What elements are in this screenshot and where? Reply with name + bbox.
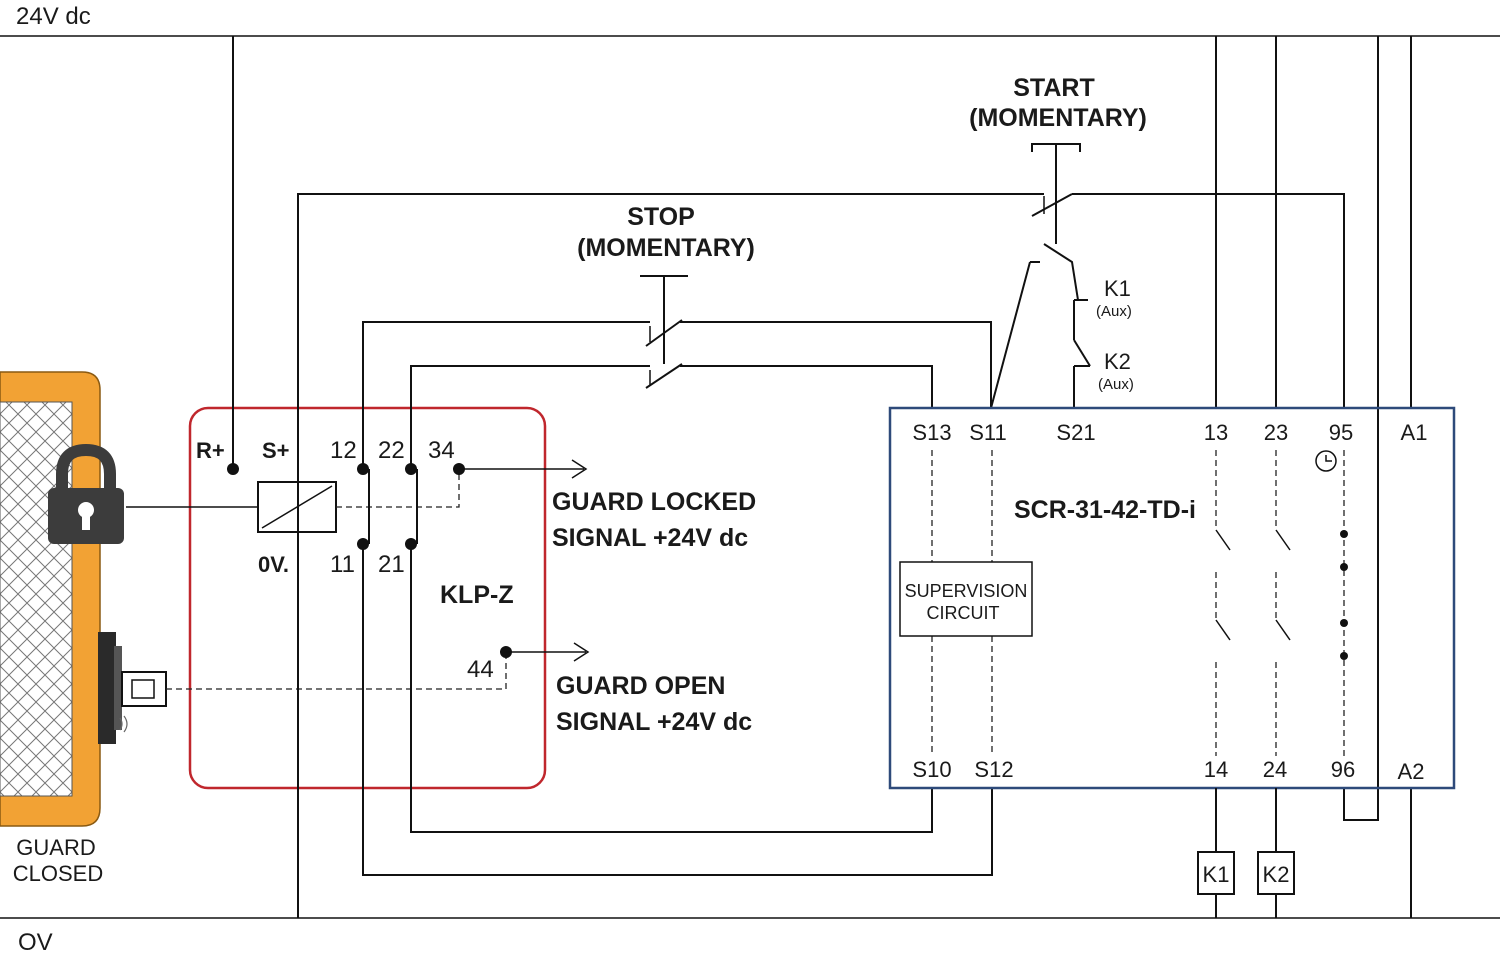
- supervision-line2: CIRCUIT: [927, 603, 1000, 623]
- aux-k1-label: K1: [1104, 276, 1131, 301]
- scr-terminal-s10: S10: [912, 757, 951, 782]
- rail-24v-label: 24V dc: [16, 3, 91, 30]
- stop-button: [640, 275, 688, 389]
- scr-terminal-96: 96: [1331, 757, 1355, 782]
- terminal-12: 12: [330, 437, 357, 464]
- terminal-s-plus: S+: [262, 438, 290, 463]
- scr-terminal-s21: S21: [1056, 420, 1095, 445]
- terminal-11: 11: [330, 551, 355, 578]
- guard-label-line1: GUARD: [16, 835, 95, 860]
- rail-0v-label: OV: [18, 929, 53, 956]
- start-label-line2: (MOMENTARY): [969, 104, 1147, 132]
- klp-z-name: KLP-Z: [440, 581, 514, 609]
- stop-label-line1: STOP: [627, 203, 695, 231]
- scr-terminal-s11: S11: [969, 420, 1007, 445]
- guard-label-line2: CLOSED: [13, 861, 103, 886]
- terminal-44: 44: [467, 656, 494, 683]
- stop-label-line2: (MOMENTARY): [577, 234, 755, 262]
- aux-k2-label: K2: [1104, 349, 1131, 374]
- supervision-line1: SUPERVISION: [905, 581, 1028, 601]
- clock-icon: [1315, 450, 1337, 472]
- terminal-22: 22: [378, 437, 405, 464]
- locked-signal-line2: SIGNAL +24V dc: [552, 524, 748, 552]
- wire-96-loop: [1343, 408, 1379, 821]
- output-contacts: [1215, 450, 1348, 756]
- locked-signal-line1: GUARD LOCKED: [552, 488, 756, 516]
- scr-terminal-s13: S13: [912, 420, 951, 445]
- terminal-0v: 0V.: [258, 552, 289, 577]
- scr-terminal-14: 14: [1204, 757, 1228, 782]
- scr-relay-box: [888, 406, 1456, 790]
- scr-terminal-a1: A1: [1401, 420, 1428, 445]
- supervision-circuit-box: [899, 561, 1033, 637]
- actuator-link: [166, 652, 507, 690]
- start-button: [990, 143, 1081, 409]
- scr-terminal-24: 24: [1263, 757, 1287, 782]
- scr-terminal-s12: S12: [974, 757, 1013, 782]
- scr-name: SCR-31-42-TD-i: [1014, 496, 1196, 524]
- terminal-34: 34: [428, 437, 455, 464]
- klp-mechanical-link: [336, 470, 460, 508]
- aux-k1-sub: (Aux): [1096, 303, 1132, 320]
- guard-door: GUARD CLOSED: [0, 371, 167, 886]
- klp-z-box: [188, 406, 547, 790]
- start-label-line1: START: [1013, 74, 1094, 102]
- aux-k2-sub: (Aux): [1098, 376, 1134, 393]
- open-signal-line1: GUARD OPEN: [556, 672, 725, 700]
- open-signal-line2: SIGNAL +24V dc: [556, 708, 752, 736]
- scr-terminal-13: 13: [1204, 420, 1228, 445]
- padlock-icon: [48, 443, 124, 544]
- scr-terminal-23: 23: [1264, 420, 1288, 445]
- contactor-k1: [1197, 851, 1235, 895]
- wire-start-to-95: [1072, 193, 1345, 408]
- scr-terminal-95: 95: [1329, 420, 1353, 445]
- contactor-k1-label: K1: [1203, 862, 1230, 887]
- open-signal-arrow: [506, 642, 590, 662]
- aux-contacts: [1073, 299, 1091, 408]
- guard-actuator-icon: [98, 632, 167, 744]
- terminal-r-plus: R+: [196, 438, 225, 463]
- scr-terminal-a2: A2: [1398, 759, 1425, 784]
- contactor-k2: [1257, 851, 1295, 895]
- locked-signal-arrow: [459, 459, 588, 479]
- terminal-21: 21: [378, 551, 405, 578]
- wire-s-plus-to-start: [297, 193, 1044, 918]
- contactor-k2-label: K2: [1263, 862, 1290, 887]
